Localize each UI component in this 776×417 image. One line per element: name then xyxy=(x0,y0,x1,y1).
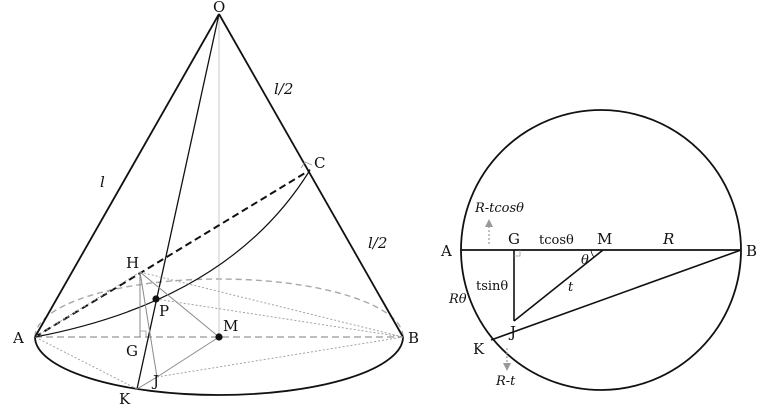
cone-label-b: B xyxy=(408,329,419,347)
circle-figure: A B G M J K tcosθ R θ t tsinθ Rθ R-tcosθ… xyxy=(440,109,757,391)
cone-right-angle-g xyxy=(140,330,147,337)
circle-label-tcos: tcosθ xyxy=(539,233,574,248)
circle-label-m: M xyxy=(597,230,612,248)
circle-label-r-minus-tcos: R-tcosθ xyxy=(474,201,524,216)
cone-point-p xyxy=(152,295,160,303)
circle-label-a: A xyxy=(440,242,452,260)
circle-label-r-minus-t: R-t xyxy=(495,374,516,389)
cone-label-a: A xyxy=(12,329,24,347)
circle-label-b: B xyxy=(746,242,757,260)
cone-label-lower-half: l/2 xyxy=(368,234,387,252)
circle-label-t: t xyxy=(568,280,574,295)
circle-arrow-down xyxy=(503,348,511,371)
circle-label-g: G xyxy=(508,230,520,248)
cone-label-m: M xyxy=(223,317,238,335)
cone-chord-ac xyxy=(34,169,311,338)
circle-right-angle-g xyxy=(514,250,521,257)
cone-geodesic-apc xyxy=(34,169,311,338)
cone-label-j: J xyxy=(151,372,159,390)
cone-generator-ok xyxy=(136,13,220,390)
cone-thin-lines xyxy=(136,271,220,390)
cone-label-c: C xyxy=(314,154,325,172)
circle-label-j: J xyxy=(508,323,516,341)
circle-arrow-up xyxy=(485,219,493,244)
circle-label-rtheta: Rθ xyxy=(448,292,467,307)
circle-segment-bk xyxy=(490,249,742,341)
cone-label-h: H xyxy=(126,254,139,272)
cone-label-upper-half: l/2 xyxy=(274,80,293,98)
cone-label-k: K xyxy=(119,390,131,408)
cone-edge-ob xyxy=(218,13,404,338)
circle-label-tsin: tsinθ xyxy=(476,279,508,294)
cone-label-p: P xyxy=(159,302,169,320)
cone-base-front-arc xyxy=(34,336,404,396)
cone-label-slant-l: l xyxy=(100,173,105,191)
circle-angle-arc-theta xyxy=(590,249,595,258)
cone-label-g: G xyxy=(126,342,138,360)
cone-right-angle-c xyxy=(300,161,313,169)
circle-label-r: R xyxy=(662,230,674,248)
cone-edge-oa xyxy=(34,13,220,338)
circle-label-k: K xyxy=(473,340,485,358)
cone-point-m xyxy=(215,333,223,341)
circle-label-theta: θ xyxy=(581,253,589,268)
circle-segment-mj xyxy=(513,249,604,322)
cone-label-o: O xyxy=(213,0,225,16)
cone-helper-lines xyxy=(34,271,404,390)
cone-figure: O A B C M H P G J K l l/2 l/2 xyxy=(12,0,419,408)
